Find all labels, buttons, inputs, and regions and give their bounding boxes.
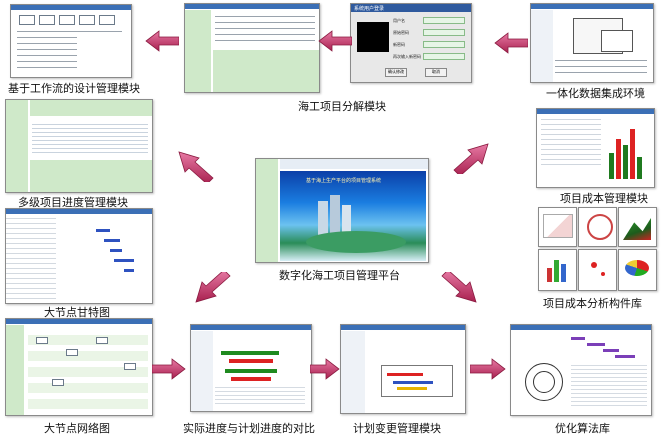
label-gantt: 大节点甘特图 [44, 306, 110, 319]
arrow-bottom-1 [152, 358, 186, 380]
arrow-bottom-2 [310, 358, 340, 380]
label-decomposition: 海工项目分解模块 [298, 100, 386, 113]
arrow-to-cost-mgmt [453, 143, 489, 174]
arrow-left-top [145, 30, 179, 52]
login-dialog-screenshot: 系统用户登录 用户名 原始密码 新密码 再次输入新密码 确认修改 取消 [350, 3, 472, 83]
multi-progress-screenshot [5, 99, 153, 193]
network-screenshot [5, 318, 153, 416]
cost-mgmt-screenshot [536, 108, 655, 188]
analysis-chart-1 [538, 207, 577, 247]
analysis-chart-6 [618, 249, 657, 291]
gantt-screenshot [5, 208, 153, 304]
label-network: 大节点网络图 [44, 422, 110, 435]
label-workflow-design: 基于工作流的设计管理模块 [8, 82, 140, 95]
arrow-to-multi-progress [178, 151, 214, 182]
arrow-to-cost-analysis [441, 272, 477, 303]
label-multi-progress: 多级项目进度管理模块 [18, 196, 128, 209]
window-title-bar [11, 5, 131, 10]
label-cost-mgmt: 项目成本管理模块 [560, 192, 648, 205]
label-integration-env: 一体化数据集成环境 [546, 87, 645, 100]
analysis-chart-2 [578, 207, 617, 247]
analysis-chart-5 [578, 249, 617, 291]
label-actual-vs-plan: 实际进度与计划进度的对比 [183, 422, 315, 435]
center-banner: 基于海上生产平台的项目管理系统 [306, 178, 382, 184]
platform-screenshot: 基于海上生产平台的项目管理系统 [255, 158, 429, 263]
analysis-chart-4 [538, 249, 577, 291]
label-optimization: 优化算法库 [555, 422, 610, 435]
optimization-screenshot [510, 324, 652, 416]
label-cost-analysis: 项目成本分析构件库 [543, 297, 642, 310]
workflow-design-screenshot [10, 4, 132, 78]
analysis-chart-3 [618, 207, 657, 247]
label-platform: 数字化海工项目管理平台 [279, 269, 400, 282]
label-plan-change: 计划变更管理模块 [353, 422, 441, 435]
actual-vs-plan-screenshot [190, 324, 312, 412]
arrow-left-mid [318, 30, 352, 52]
integration-env-screenshot [530, 3, 654, 83]
plan-change-screenshot [340, 324, 466, 414]
arrow-to-gantt [195, 272, 231, 303]
arrow-bottom-3 [470, 358, 506, 380]
cost-analysis-gallery [538, 207, 657, 291]
arrow-left-right [494, 32, 528, 54]
decomposition-screenshot [184, 3, 320, 93]
